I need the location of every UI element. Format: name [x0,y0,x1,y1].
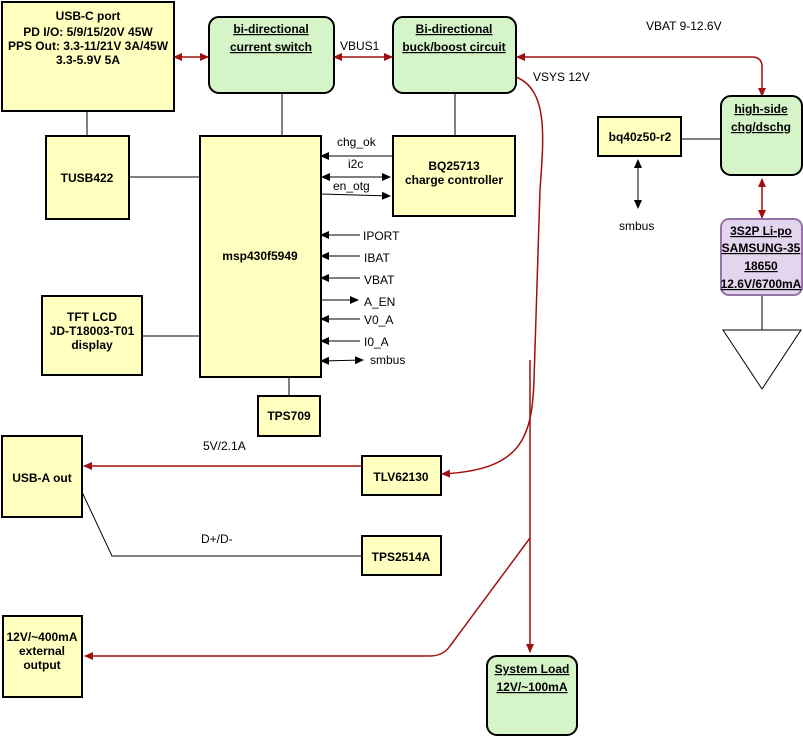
system-load-block [486,655,578,736]
buck-boost-line2: buck/boost circuit [402,40,505,54]
ext-output-block [2,615,83,698]
charger-line1: BQ25713 [428,159,480,173]
smbus-mcu-label: smbus [370,353,405,367]
current-switch-line2: current switch [230,40,312,54]
tft-line1: TFT LCD [67,310,117,324]
block-labels: USB-C port PD I/O: 5/9/15/20V 45W PPS Ou… [6,9,801,694]
usbc-pd: PD I/O: 5/9/15/20V 45W [23,25,153,39]
tft-line3: display [71,338,113,352]
tusb422-label: TUSB422 [61,171,114,185]
v0-a-label: V0_A [364,313,393,327]
charger-block [392,135,516,217]
bq40z50-block [597,116,682,157]
battery-line3: 18650 [744,259,778,273]
vsys-label: VSYS 12V [533,70,590,84]
tps2514a-block [361,535,442,576]
ext-output-line1: 12V/~400mA [6,630,77,644]
battery-ground-symbol [722,329,802,390]
ibat-label: IBAT [364,251,390,265]
usba-block [1,435,83,518]
usbc-port-block [1,1,175,112]
ext-output-line3: output [23,658,60,672]
usb-a-power-label: 5V/2.1A [203,439,246,453]
usba-label: USB-A out [12,471,72,485]
usbc-pps: PPS Out: 3.3-11/21V 3A/45W [8,39,169,53]
usbc-title: USB-C port [56,9,121,23]
vbat-sense-label: VBAT [364,273,395,287]
battery-block [720,218,803,296]
vbat-label: VBAT 9-12.6V [646,19,722,33]
signal-wires [320,152,642,365]
chg-ok-label: chg_ok [337,135,377,149]
mcu-block [199,135,322,378]
highside-block [720,95,803,176]
buck-boost-line1: Bi-directional [416,22,493,36]
system-load-line2: 12V/~100mA [496,680,567,694]
tusb422-block [45,135,130,220]
highside-line2: chg/dschg [731,120,791,134]
en-otg-label: en_otg [333,179,370,193]
current-switch-block [208,16,335,94]
tps2514a-label: TPS2514A [372,550,431,564]
tft-lcd-block [41,295,143,376]
dp-dm-label: D+/D- [201,532,233,546]
smbus-gauge-label: smbus [619,219,654,233]
mcu-label: msp430f5949 [222,249,298,263]
bq40z50-label: bq40z50-r2 [609,130,672,144]
battery-line2: SAMSUNG-35 [722,241,801,255]
battery-line4: 12.6V/6700mA [721,277,802,291]
tlv62130-label: TLV62130 [373,470,428,484]
tft-line2: JD-T18003-T01 [50,324,135,338]
iport-label: IPORT [363,229,400,243]
tlv62130-block [361,455,442,496]
a-en-label: A_EN [364,295,395,309]
control-wires [81,93,763,557]
tps709-label: TPS709 [267,409,311,423]
power-wires [83,53,766,660]
i0-a-label: I0_A [364,335,389,349]
i2c-label: i2c [348,157,363,171]
current-switch-line1: bi-directional [233,22,308,36]
system-load-line1: System Load [495,662,570,676]
net-labels: VBUS1 VBAT 9-12.6V VSYS 12V chg_ok i2c e… [201,19,722,546]
usbc-5a: 3.3-5.9V 5A [56,53,120,67]
buck-boost-block [392,16,517,94]
highside-line1: high-side [734,102,788,116]
battery-line1: 3S2P Li-po [730,224,792,238]
vbus1-label: VBUS1 [340,39,380,53]
ext-output-line2: external [19,644,65,658]
charger-line2: charge controller [405,173,503,187]
tps709-block [257,395,321,437]
